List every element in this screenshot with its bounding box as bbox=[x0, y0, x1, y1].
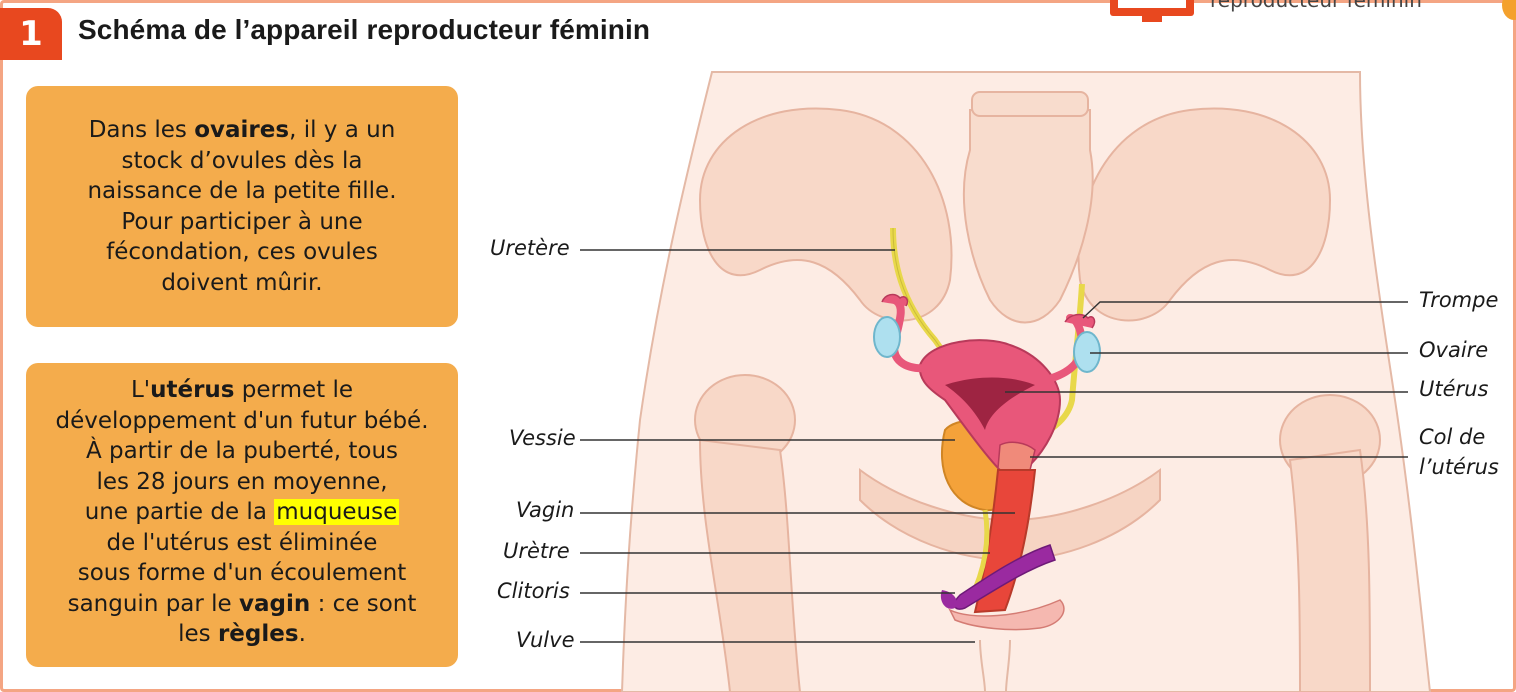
corner-tab bbox=[1502, 0, 1516, 20]
page-title: Schéma de l’appareil reproducteur fémini… bbox=[78, 14, 651, 45]
femur-right bbox=[1288, 448, 1371, 692]
label-vulve: Vulve bbox=[516, 628, 575, 652]
cervix bbox=[997, 441, 1036, 475]
label-clitoris: Clitoris bbox=[497, 579, 570, 603]
vulva bbox=[948, 599, 1065, 631]
top-link-text[interactable]: reproducteur féminin bbox=[1210, 0, 1422, 12]
sacrum bbox=[962, 109, 1094, 324]
section-number-badge: 1 bbox=[0, 8, 62, 60]
vertebra bbox=[971, 91, 1089, 117]
label-col-uterus: Col de l’utérus bbox=[1419, 425, 1499, 479]
keyword-uterus: utérus bbox=[150, 377, 235, 403]
keyword-vagin: vagin bbox=[239, 590, 311, 617]
label-ovaire: Ovaire bbox=[1419, 338, 1489, 362]
label-uterus: Utérus bbox=[1419, 377, 1489, 401]
label-uretre: Urètre bbox=[503, 539, 570, 563]
uterus-cavity bbox=[945, 377, 1035, 430]
thigh-line-2 bbox=[1005, 639, 1011, 692]
ovary-left bbox=[873, 316, 901, 358]
keyword-regles: règles bbox=[217, 621, 299, 647]
label-uretere: Uretère bbox=[490, 236, 570, 260]
highlighted-word-muqueuse[interactable]: muqueuse bbox=[274, 499, 400, 525]
label-vessie: Vessie bbox=[509, 426, 576, 450]
pelvis-left bbox=[698, 107, 953, 322]
thigh-line bbox=[979, 639, 986, 692]
fimbriae-left bbox=[881, 293, 909, 307]
leader-trompe bbox=[1082, 301, 1408, 319]
uterus-info-box: L'utérus permet le développement d'un fu… bbox=[26, 363, 458, 667]
ovaries-info-box: Dans les ovaires, il y a un stock d’ovul… bbox=[26, 86, 458, 327]
pubic-bone bbox=[859, 468, 1161, 562]
femur-left bbox=[698, 438, 802, 692]
screen-icon[interactable] bbox=[1108, 0, 1196, 22]
ovary-right bbox=[1073, 331, 1101, 373]
keyword-ovaires: ovaires bbox=[194, 117, 290, 143]
label-vagin: Vagin bbox=[516, 498, 575, 522]
label-trompe: Trompe bbox=[1419, 288, 1499, 312]
fimbriae-right bbox=[1064, 313, 1096, 329]
clitoris-glans bbox=[940, 590, 957, 609]
clitoris bbox=[953, 544, 1056, 610]
